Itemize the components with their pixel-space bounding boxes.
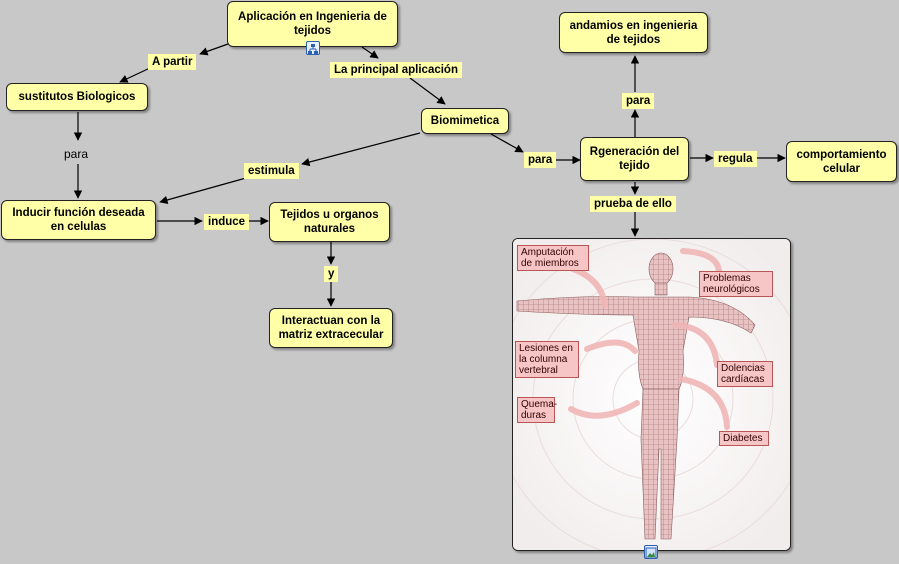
concept-inducir-funcion[interactable]: Inducir función deseada en celulas <box>1 200 156 240</box>
link-label-principal-aplicacion[interactable]: La principal aplicación <box>330 62 462 78</box>
human-body-image-panel[interactable]: Amputación de miembros Problemas neuroló… <box>512 238 791 551</box>
concept-comportamiento-celular[interactable]: comportamiento celular <box>786 141 897 182</box>
image-resource-icon[interactable] <box>644 545 658 559</box>
concept-biomimetica[interactable]: Biomimetica <box>421 108 509 134</box>
concept-interactuan-matriz[interactable]: Interactuan con la matriz extracecular <box>269 308 393 348</box>
label-problemas-neurologicos: Problemas neurológicos <box>699 271 773 297</box>
link-label-para-mid[interactable]: para <box>524 152 557 168</box>
label-dolencias-cardiacas: Dolencias cardíacas <box>717 361 773 387</box>
label-lesiones-columna: Lesiones en la columna vertebral <box>515 341 579 378</box>
concept-tejidos-organos[interactable]: Tejidos u organos naturales <box>269 202 390 242</box>
label-amputacion-miembros: Amputación de miembros <box>517 245 589 271</box>
concept-map-resource-icon[interactable] <box>306 41 320 55</box>
link-label-induce[interactable]: induce <box>204 214 250 230</box>
concept-regeneracion-tejido[interactable]: Rgeneración del tejido <box>580 137 689 181</box>
label-diabetes: Diabetes <box>719 431 769 446</box>
link-label-regula[interactable]: regula <box>714 151 757 167</box>
concept-andamios[interactable]: andamios en ingenieria de tejidos <box>559 12 708 53</box>
link-label-para-left[interactable]: para <box>64 147 89 161</box>
link-label-estimula[interactable]: estimula <box>244 163 299 179</box>
link-label-prueba-de-ello[interactable]: prueba de ello <box>590 196 676 212</box>
concept-sustitutos-biologicos[interactable]: sustitutos Biologicos <box>6 83 148 111</box>
human-body-illustration <box>513 239 790 550</box>
link-label-a-partir[interactable]: A partir <box>148 54 197 70</box>
link-label-para-up[interactable]: para <box>622 93 655 109</box>
link-label-y[interactable]: y <box>324 266 339 282</box>
label-quemaduras: Quema-duras <box>517 397 557 423</box>
concept-aplicacion-ingenieria[interactable]: Aplicación en Ingenieria de tejidos <box>227 1 398 47</box>
